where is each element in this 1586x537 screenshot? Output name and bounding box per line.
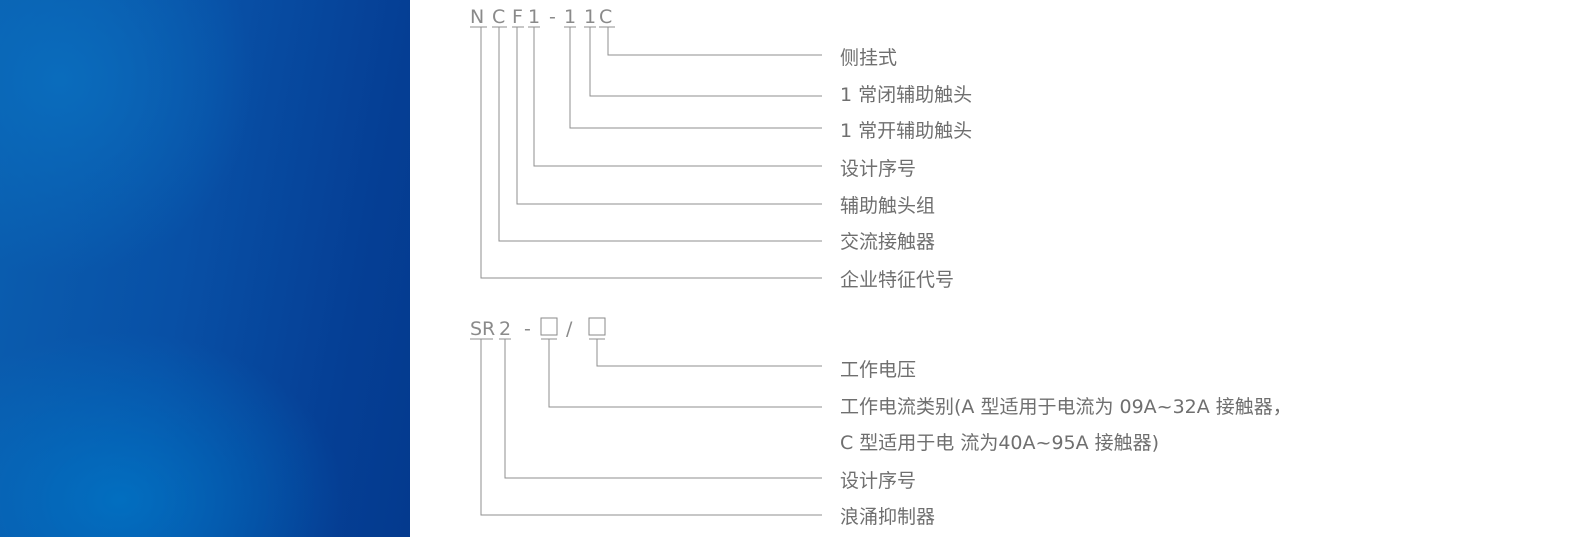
model2-char-sr: SR bbox=[470, 318, 495, 340]
model1-char-1b: 1 bbox=[564, 6, 576, 28]
model2-labels: 工作电压 工作电流类别(A 型适用于电流为 09A~32A 接触器， C 型适用… bbox=[840, 359, 1292, 528]
label-working-voltage: 工作电压 bbox=[840, 359, 916, 381]
model2-leader-lines bbox=[480, 339, 822, 516]
model1-labels: 侧挂式 1 常闭辅助触头 1 常开辅助触头 设计序号 辅助触头组 交流接触器 企… bbox=[840, 47, 972, 291]
label-side-mount: 侧挂式 bbox=[840, 47, 897, 69]
leader-surge-suppressor bbox=[480, 339, 822, 516]
model2-char-slash: / bbox=[566, 318, 573, 340]
leader-company-code bbox=[480, 27, 822, 279]
label-surge-suppressor: 浪涌抑制器 bbox=[840, 506, 935, 528]
leader-current-category bbox=[548, 339, 822, 408]
model2-char-dash: - bbox=[524, 318, 531, 340]
model1-char-c: C bbox=[492, 6, 505, 28]
leader-ac-contactor bbox=[498, 27, 822, 242]
model1-char-dash: - bbox=[549, 6, 556, 28]
model2-code: SR 2 - / bbox=[470, 317, 606, 340]
label-design-number-2: 设计序号 bbox=[840, 470, 916, 492]
leader-working-voltage bbox=[596, 339, 822, 367]
leader-aux-group bbox=[516, 27, 822, 205]
model1-code: N C F 1 - 1 1 C bbox=[470, 6, 612, 28]
label-current-category: 工作电流类别(A 型适用于电流为 09A~32A 接触器， bbox=[840, 396, 1292, 418]
model2-char-2: 2 bbox=[499, 318, 511, 340]
model1-char-f: F bbox=[512, 6, 523, 28]
label-aux-group: 辅助触头组 bbox=[840, 195, 935, 217]
blue-side-panel bbox=[0, 0, 410, 537]
model1-char-c2: C bbox=[599, 6, 612, 28]
leader-design-number bbox=[533, 27, 822, 167]
model1-leader-lines bbox=[480, 27, 822, 279]
model1-char-1a: 1 bbox=[528, 6, 540, 28]
label-design-number: 设计序号 bbox=[840, 158, 916, 180]
model-code-svg: N C F 1 - 1 1 C 侧挂式 1 常闭辅助触头 1 常开辅 bbox=[470, 6, 1292, 528]
label-ac-contactor: 交流接触器 bbox=[840, 231, 935, 253]
label-no-contact: 1 常开辅助触头 bbox=[840, 120, 972, 142]
leader-side-mount bbox=[607, 27, 822, 56]
model2-placeholder-box-2 bbox=[588, 317, 606, 336]
model1-char-1c: 1 bbox=[584, 6, 596, 28]
leader-nc-contact bbox=[589, 27, 822, 97]
model2-placeholder-box-1 bbox=[540, 317, 558, 336]
label-company-code: 企业特征代号 bbox=[840, 269, 954, 291]
model1-char-n: N bbox=[470, 6, 484, 28]
label-nc-contact: 1 常闭辅助触头 bbox=[840, 84, 972, 106]
leader-design-number-2 bbox=[504, 339, 822, 479]
label-current-category-2: C 型适用于电 流为40A~95A 接触器) bbox=[840, 432, 1159, 454]
model-code-diagram: N C F 1 - 1 1 C 侧挂式 1 常闭辅助触头 1 常开辅 bbox=[410, 0, 1586, 537]
leader-no-contact bbox=[569, 27, 822, 129]
